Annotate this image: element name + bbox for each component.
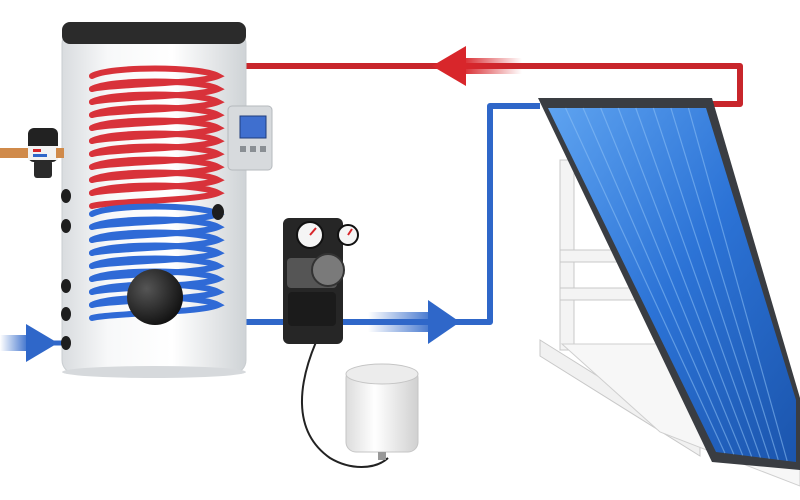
heating-element: [127, 269, 183, 325]
hot-flow-arrow: [432, 46, 522, 86]
lower-solar-coil: [89, 203, 225, 321]
solar-flow-arrow: [368, 300, 460, 344]
cold-inlet-arrow: [0, 324, 70, 362]
collector-tube-line: [600, 107, 744, 456]
upper-heating-coil: [89, 65, 225, 209]
pump-motor: [311, 253, 345, 287]
controller-screen: [239, 115, 267, 139]
collector-tubes: [565, 107, 788, 462]
collector-tube-line: [582, 107, 735, 455]
mixing-valve: [0, 128, 64, 178]
solar-collector: [538, 98, 800, 487]
tank-ports: [61, 189, 224, 350]
collector-tube-line: [565, 107, 726, 454]
hot-coil-turn: [89, 182, 225, 209]
storage-tank: [0, 22, 273, 378]
cold-coil-turn: [89, 294, 225, 321]
pump-cable: [301, 341, 389, 468]
collector-tube-line: [635, 107, 762, 458]
collector-tube-line: [617, 107, 753, 457]
expansion-vessel: [345, 363, 419, 460]
collector-tube-line: [670, 107, 779, 460]
pump-station: [283, 218, 359, 344]
collector-tube-line: [652, 107, 770, 459]
collector-tube-line: [687, 107, 788, 462]
temperature-controller: [227, 105, 273, 171]
tank-top-cap: [62, 22, 246, 44]
collector-glass: [548, 108, 796, 462]
